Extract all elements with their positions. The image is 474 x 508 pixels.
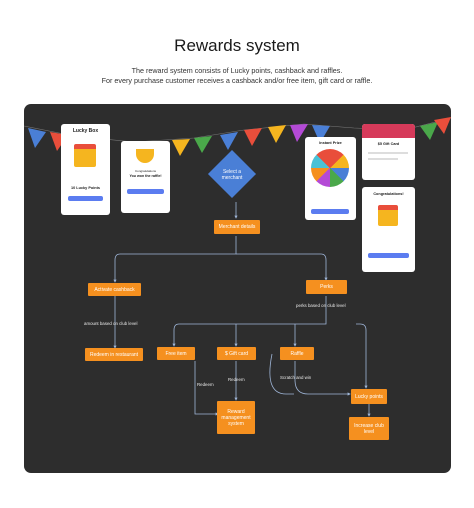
gift-box-icon	[74, 144, 96, 167]
congratulations-title: Congratulations!	[373, 192, 404, 196]
amount-based-label: amount based on club level	[84, 321, 138, 326]
perks-node: Perks	[306, 280, 347, 294]
gift-card-title: $5 Gift Card	[377, 142, 400, 146]
flow-connectors	[113, 202, 371, 417]
page-subtitle: The reward system consists of Lucky poin…	[20, 66, 454, 86]
scratch-win-label: Scratch and win	[280, 375, 312, 380]
congrats-small-text: Congratulations	[134, 169, 156, 173]
reward-system-node: Reward management system	[217, 401, 255, 434]
gift-card-card: $5 Gift Card	[362, 124, 415, 180]
redeem-label-1: Redeem	[197, 382, 214, 387]
select-merchant-label: Select a merchant	[221, 169, 243, 181]
raffle-node: Raffle	[280, 347, 314, 360]
diagram-board: Lucky Box 10 Lucky Points Congratulation…	[24, 104, 451, 473]
increase-club-node: Increase club level	[349, 417, 389, 440]
lucky-box-card: Lucky Box 10 Lucky Points	[61, 124, 110, 215]
subtitle-line-2: For every purchase customer receives a c…	[101, 76, 373, 85]
gift-card-node: $ Gift card	[217, 347, 256, 360]
lucky-box-button[interactable]	[68, 196, 103, 201]
redeem-label-2: Redeem	[228, 377, 245, 382]
perks-based-label: perks based on club level	[296, 303, 346, 308]
activate-cashback-node: Activate cashback	[88, 283, 141, 296]
gift-card-line-2	[368, 158, 398, 160]
spin-button[interactable]	[311, 209, 349, 214]
prize-wheel-icon	[311, 149, 349, 187]
lucky-points-text: 10 Lucky Points	[71, 186, 100, 190]
gift-icon	[378, 205, 398, 226]
lucky-points-node: Lucky points	[351, 389, 387, 404]
subtitle-line-1: The reward system consists of Lucky poin…	[131, 66, 343, 75]
merchant-details-node: Merchant details	[214, 220, 260, 234]
raffle-card: Congratulations You won the raffle!	[121, 141, 170, 213]
gift-card-line	[368, 152, 408, 154]
lucky-box-title: Lucky Box	[72, 128, 99, 134]
won-raffle-text: You won the raffle!	[129, 174, 162, 178]
raffle-button[interactable]	[127, 189, 164, 194]
redeem-restaurant-node: Redeem in restaurant	[85, 348, 143, 361]
instant-prize-title: Instant Prize	[319, 141, 342, 145]
congratulations-card: Congratulations!	[362, 187, 415, 272]
trophy-icon	[136, 149, 154, 163]
gift-card-image	[362, 124, 415, 138]
instant-prize-card: Instant Prize	[305, 137, 356, 220]
collect-button[interactable]	[368, 253, 409, 258]
free-item-node: Free item	[157, 347, 195, 360]
page-title: Rewards system	[174, 36, 300, 55]
